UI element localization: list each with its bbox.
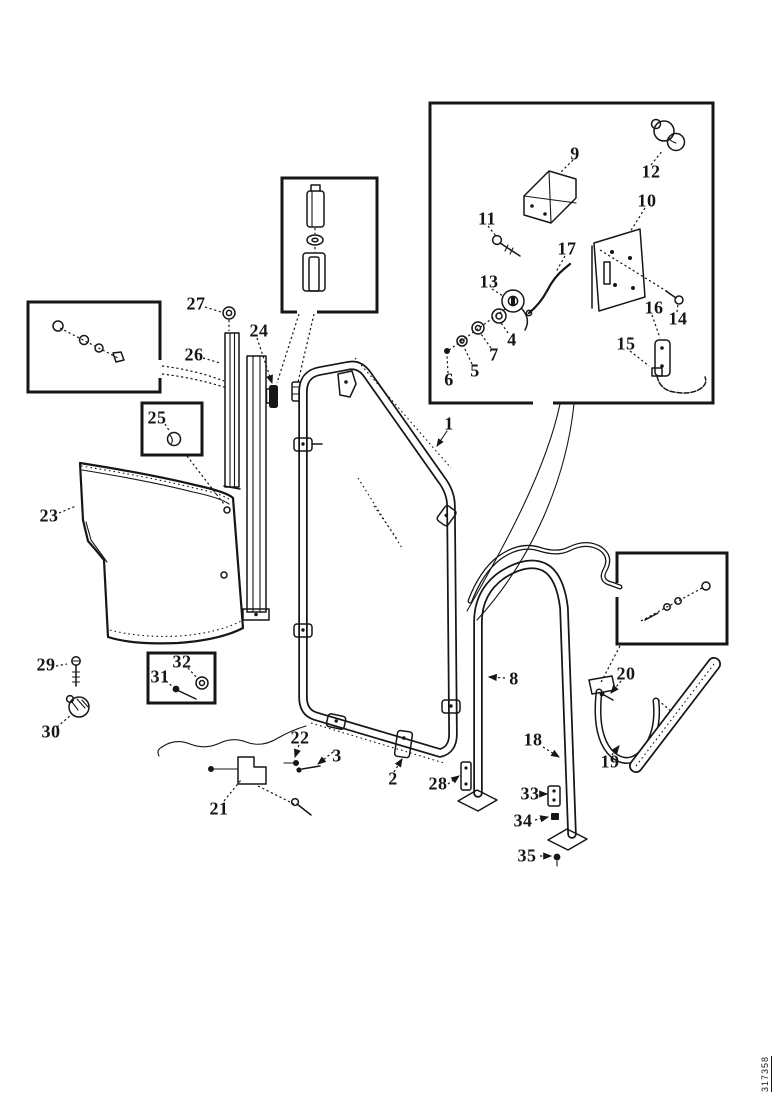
leader-lines [55,149,679,860]
callout-23: 23 [39,505,59,526]
door-frame [303,357,453,764]
callout-5: 5 [470,360,480,381]
callout-15: 15 [616,333,636,354]
lock-cylinder-13-icon [501,289,529,331]
callout-33: 33 [520,783,540,804]
latch-bracket-9-icon [523,170,577,224]
bolt-kit-left-icon [52,320,125,363]
callout-17: 17 [557,238,577,259]
detail-box-clip-25 [140,401,204,457]
callout-7: 7 [489,344,499,365]
callout-24: 24 [249,320,269,341]
latch-plate [393,729,414,759]
callout-31: 31 [150,666,170,687]
callout-6: 6 [444,369,454,390]
washer-stack-icons [444,308,507,354]
detail-box-bolt-right [615,551,729,646]
bolt-14-icon [599,249,684,305]
seal-channel-a [223,332,241,490]
tube-part-icons [302,184,326,292]
callout-22: 22 [290,727,310,748]
callout-4: 4 [507,329,517,350]
callout-35: 35 [517,845,537,866]
callout-30: 30 [41,721,61,742]
bolt-kit-right-icon [640,581,711,622]
callout-19: 19 [600,751,620,772]
callout-12: 12 [641,161,661,182]
mount-plate-10-icon [591,228,646,312]
callout-34: 34 [513,810,533,831]
end-cap-dark-icon [265,385,278,408]
callout-27: 27 [186,293,206,314]
callout-28: 28 [428,773,448,794]
seal-channel-b [242,355,270,621]
callout-14: 14 [668,308,688,329]
knob-12-icon [650,118,686,152]
detail-box-latch-assembly [428,101,715,405]
callout-16: 16 [644,297,664,318]
cable-15-icon [651,367,707,394]
rear-frame-tubes [457,564,588,867]
rod-17-icon [525,262,572,317]
detail-box-bolt-left [26,300,162,394]
detail-box-bolt-31-32 [146,651,217,705]
window-panel [78,461,245,645]
callout-1: 1 [444,413,454,434]
callout-18: 18 [523,729,543,750]
callout-29: 29 [36,654,56,675]
figure-code: 317358 [760,1055,772,1092]
screw-29-icon [71,656,81,687]
wiring-harness [466,403,620,621]
callout-21: 21 [209,798,229,819]
callout-13: 13 [479,271,499,292]
clip-25-icon [164,423,182,447]
screw-11-icon [491,234,521,257]
retainer-nut-27-icon [222,306,236,320]
callout-25: 25 [147,407,167,428]
callout-9: 9 [570,143,580,164]
bolt-washer-31-32-icon [165,667,209,700]
callout-2: 2 [388,768,398,789]
callout-3: 3 [332,745,342,766]
callout-26: 26 [184,344,204,365]
detail-box-tube-parts [280,176,379,314]
seal-pad [629,657,721,773]
callout-32: 32 [172,651,192,672]
bottom-bracket [157,725,321,816]
knob-30-icon [65,694,90,718]
callout-8: 8 [509,668,519,689]
frame-clamps [293,437,461,759]
callout-11: 11 [477,208,497,229]
callout-10: 10 [637,190,657,211]
callout-20: 20 [616,663,636,684]
